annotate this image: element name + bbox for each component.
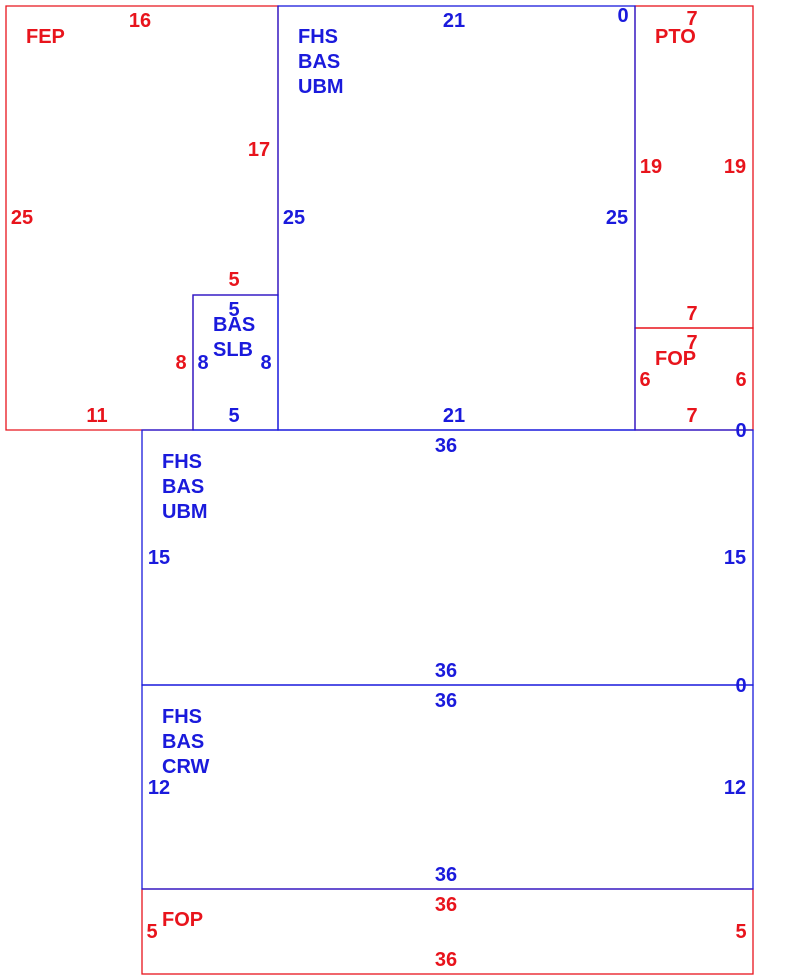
area-label: FOP — [655, 348, 696, 370]
dim-label: 19 — [724, 156, 746, 178]
area-fhs-bas-ubm-lower: FHS BAS UBM 36 0 15 15 36 — [148, 420, 747, 682]
area-label: FOP — [162, 909, 203, 931]
dim-label: 0 — [735, 675, 746, 697]
dim-label: 8 — [175, 352, 186, 374]
dim-label: 25 — [11, 207, 33, 229]
area-label: BAS SLB — [213, 314, 261, 361]
area-fop-lower: FOP 36 5 5 36 — [146, 894, 746, 971]
dim-label: 36 — [435, 690, 457, 712]
dim-label: 12 — [148, 777, 170, 799]
dim-label: 5 — [735, 921, 746, 943]
outlines — [5, 5, 754, 975]
dim-label: 5 — [228, 405, 239, 427]
dim-label: 25 — [283, 207, 305, 229]
dim-label: 5 — [228, 299, 239, 321]
fhs-bas-crw-outline — [141, 684, 754, 890]
dim-label: 8 — [260, 352, 271, 374]
dim-label: 12 — [724, 777, 746, 799]
dim-label: 0 — [735, 420, 746, 442]
area-label: FHS BAS CRW — [162, 706, 210, 778]
dim-label: 11 — [86, 405, 107, 427]
area-label: FEP — [26, 26, 65, 48]
dim-label: 5 — [228, 269, 239, 291]
dim-label: 5 — [146, 921, 157, 943]
fhs-bas-ubm-lower-outline — [141, 429, 754, 686]
area-bas-slb: BAS SLB 5 8 8 5 — [197, 299, 271, 427]
dim-label: 7 — [686, 8, 697, 30]
dim-label: 8 — [197, 352, 208, 374]
dim-label: 7 — [686, 303, 697, 325]
area-fop-upper: FOP 7 6 6 7 — [639, 332, 746, 427]
dim-label: 36 — [435, 949, 457, 971]
area-fhs-bas-ubm-upper: FHS BAS UBM 21 0 25 25 21 — [283, 5, 629, 427]
dim-label: 7 — [686, 332, 697, 354]
area-label: FHS BAS UBM — [298, 26, 346, 98]
dim-label: 16 — [129, 10, 151, 32]
area-fep: FEP 16 17 25 5 8 11 — [11, 10, 270, 427]
dim-label: 36 — [435, 894, 457, 916]
dim-label: 36 — [435, 660, 457, 682]
area-pto: PTO 7 19 19 7 — [640, 8, 746, 325]
dim-label: 21 — [443, 405, 465, 427]
dim-label: 6 — [639, 369, 650, 391]
dim-label: 25 — [606, 207, 628, 229]
dim-label: 7 — [686, 405, 697, 427]
area-label: FHS BAS UBM — [162, 451, 210, 523]
dim-label: 6 — [735, 369, 746, 391]
dim-label: 15 — [724, 547, 746, 569]
dim-label: 0 — [617, 5, 628, 27]
dim-label: 21 — [443, 10, 465, 32]
area-fhs-bas-crw: FHS BAS CRW 36 0 12 12 36 — [148, 675, 747, 886]
dim-label: 15 — [148, 547, 170, 569]
area-label: PTO — [655, 26, 696, 48]
dim-label: 19 — [640, 156, 662, 178]
dim-label: 17 — [248, 139, 270, 161]
fep-outline — [5, 5, 279, 431]
dim-label: 36 — [435, 864, 457, 886]
dim-label: 36 — [435, 435, 457, 457]
